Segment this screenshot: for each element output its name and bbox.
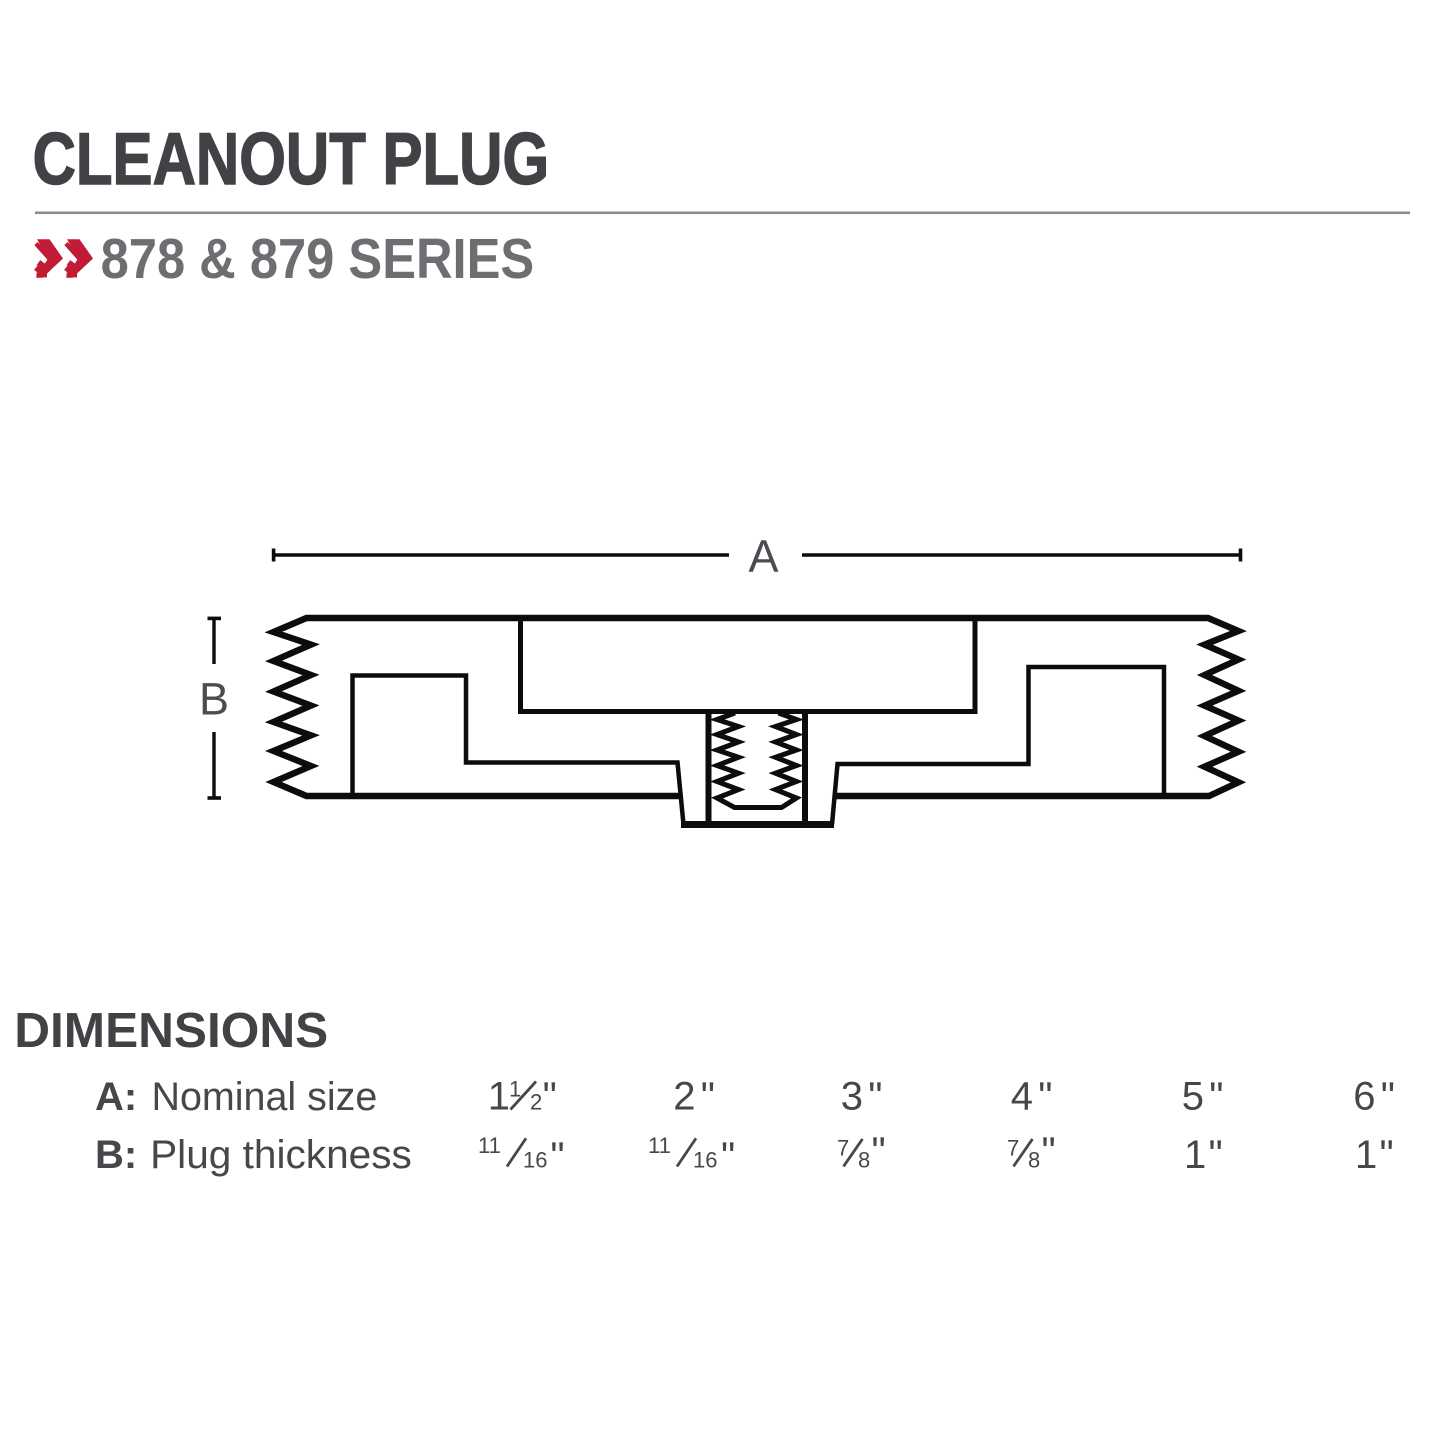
svg-text:": " — [872, 1130, 886, 1174]
svg-text:": " — [1209, 1075, 1223, 1119]
svg-text:16: 16 — [693, 1148, 717, 1173]
svg-text:11: 11 — [478, 1133, 501, 1158]
svg-text:": " — [868, 1075, 882, 1119]
svg-text:1: 1 — [1355, 1133, 1377, 1177]
svg-text:3: 3 — [841, 1075, 863, 1119]
svg-text:7: 7 — [1007, 1136, 1019, 1161]
svg-text:": " — [550, 1135, 564, 1179]
svg-text:": " — [701, 1075, 715, 1119]
svg-text:1: 1 — [509, 1077, 521, 1102]
svg-text:A:: A: — [95, 1075, 137, 1119]
svg-text:2: 2 — [530, 1090, 542, 1115]
svg-text:1: 1 — [1184, 1133, 1206, 1177]
svg-text:": " — [1038, 1075, 1052, 1119]
svg-text:B:: B: — [95, 1133, 137, 1177]
svg-text:8: 8 — [858, 1148, 870, 1173]
svg-text:A: A — [748, 531, 778, 582]
svg-text:": " — [1209, 1133, 1223, 1177]
svg-text:2: 2 — [673, 1075, 695, 1119]
svg-text:1: 1 — [488, 1075, 510, 1119]
svg-text:6: 6 — [1353, 1075, 1375, 1119]
svg-text:": " — [543, 1075, 557, 1119]
svg-text:11: 11 — [648, 1133, 671, 1158]
svg-text:B: B — [199, 674, 229, 725]
svg-text:878 & 879 SERIES: 878 & 879 SERIES — [101, 227, 535, 290]
svg-text:DIMENSIONS: DIMENSIONS — [14, 1003, 328, 1058]
svg-text:": " — [1042, 1130, 1056, 1174]
svg-text:CLEANOUT PLUG: CLEANOUT PLUG — [33, 119, 550, 200]
svg-text:7: 7 — [837, 1136, 849, 1161]
svg-text:16: 16 — [523, 1148, 547, 1173]
svg-text:8: 8 — [1028, 1148, 1040, 1173]
svg-text:5: 5 — [1182, 1075, 1204, 1119]
svg-text:Nominal size: Nominal size — [152, 1075, 378, 1119]
svg-text:4: 4 — [1011, 1075, 1033, 1119]
svg-text:": " — [1380, 1133, 1394, 1177]
svg-text:": " — [1381, 1075, 1395, 1119]
svg-text:Plug thickness: Plug thickness — [150, 1132, 412, 1177]
svg-text:": " — [721, 1135, 735, 1179]
